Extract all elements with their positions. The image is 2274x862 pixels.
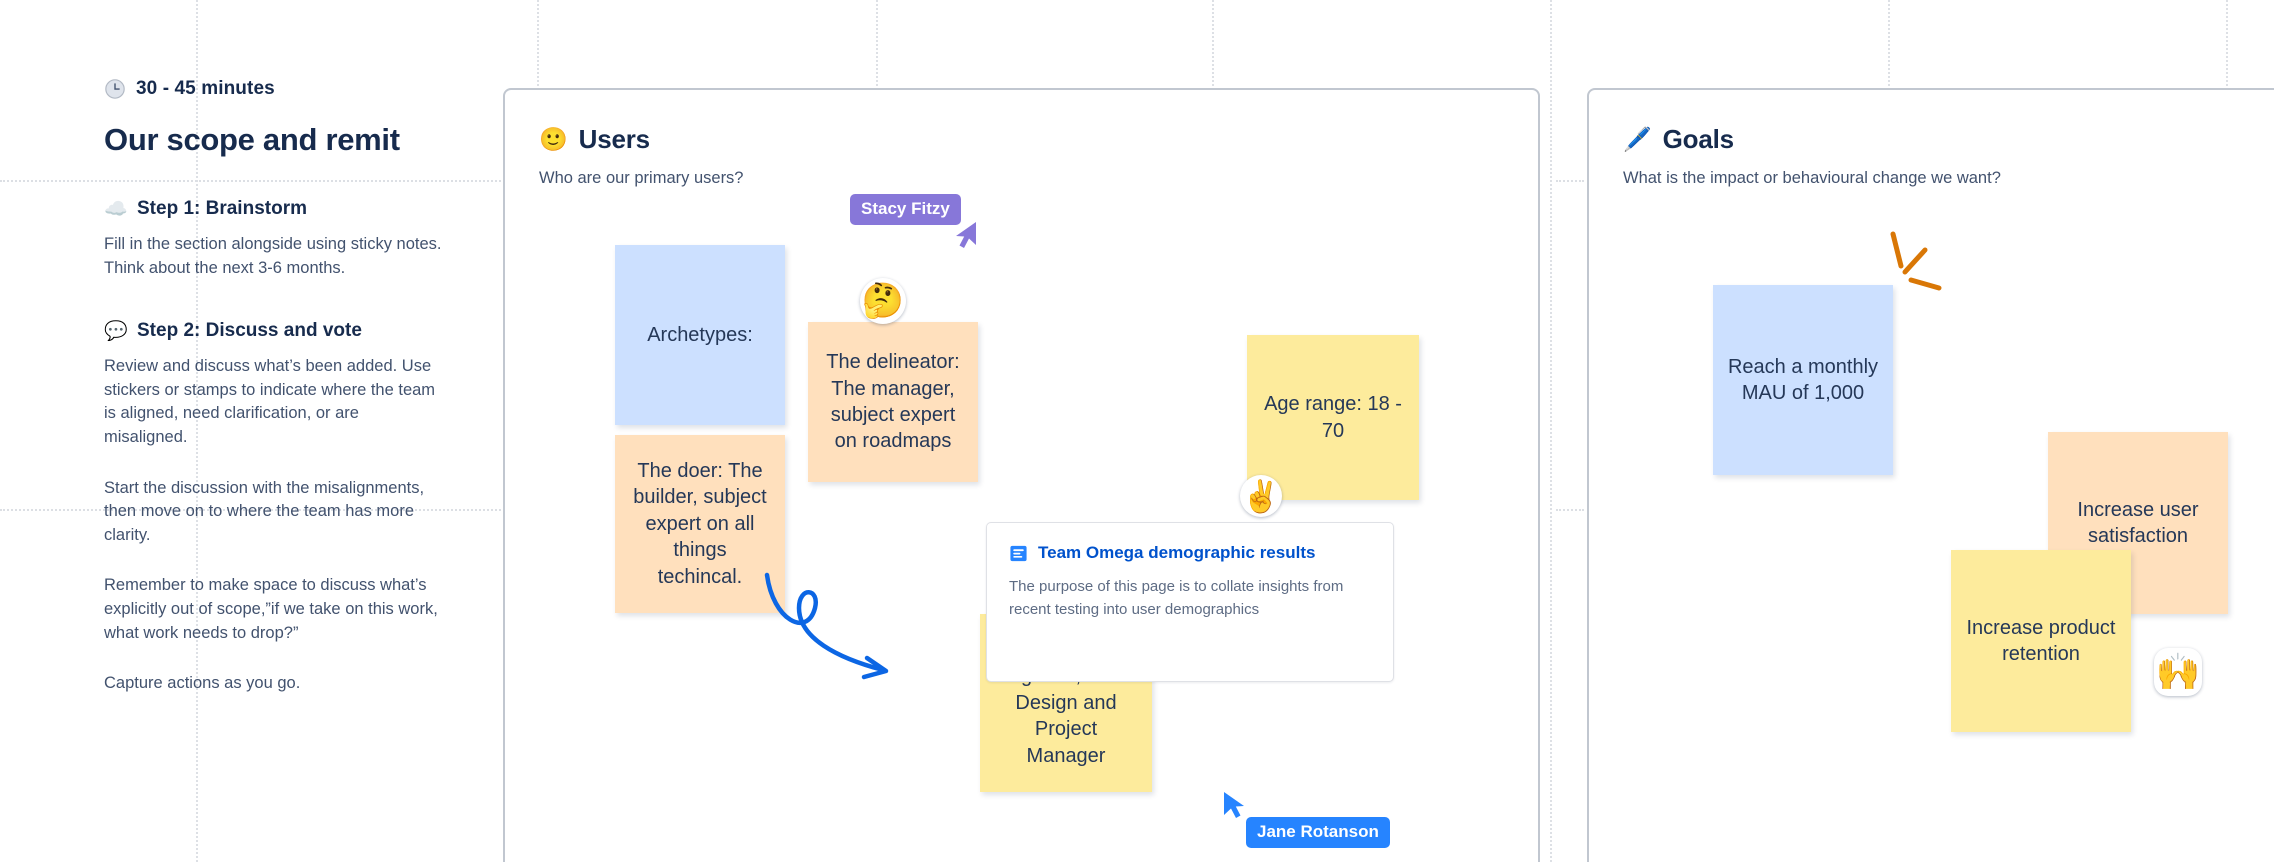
pen-icon: 🖊️ [1623, 126, 1652, 152]
slightly-smiling-face-icon: 🙂 [539, 126, 568, 152]
doc-card-title[interactable]: Team Omega demographic results [1038, 543, 1316, 562]
sticky-note-text: Increase user satisfaction [2077, 498, 2199, 547]
step-2-paragraph: Start the discussion with the misalignme… [104, 478, 425, 544]
document-link-card[interactable]: Team Omega demographic results The purpo… [986, 522, 1394, 682]
step-2-paragraph: Remember to make space to discuss what’s… [104, 576, 438, 642]
grid-line-horizontal [0, 509, 520, 511]
grid-line-vertical [1550, 0, 1552, 862]
doc-card-title-row[interactable]: Team Omega demographic results [1009, 543, 1371, 563]
sticky-note-age-range[interactable]: Age range: 18 - 70 [1247, 335, 1419, 500]
victory-hand-stamp[interactable]: ✌️ [1240, 475, 1282, 517]
goals-panel[interactable]: 🖊️ Goals What is the impact or behaviour… [1587, 88, 2274, 862]
raising-hands-icon: 🙌 [2155, 651, 2201, 692]
duration-row: 30 - 45 minutes [104, 78, 464, 100]
sticky-note-text: Increase product retention [1966, 616, 2116, 665]
users-panel-title: Users [578, 124, 650, 154]
grid-line-vertical [196, 0, 198, 862]
thinking-face-stamp[interactable]: 🤔 [860, 278, 906, 324]
sticky-note-archetypes[interactable]: Archetypes: [615, 245, 785, 425]
sticky-note-text: Age range: 18 - 70 [1264, 393, 1402, 442]
sticky-note-text: Archetypes: [647, 323, 753, 346]
duration-label: 30 - 45 minutes [136, 78, 275, 99]
clock-icon [105, 79, 125, 99]
sparkle-decoration [1890, 231, 1942, 291]
thinking-face-icon: 🤔 [861, 282, 905, 320]
victory-hand-icon: ✌️ [1241, 478, 1281, 514]
step-1-paragraph: Fill in the section alongside using stic… [104, 235, 442, 277]
cursor-stacy-fitzy: Stacy Fitzy [850, 194, 1010, 254]
step-2-heading: 💬 Step 2: Discuss and vote [104, 320, 464, 342]
step-1-title: Step 1: Brainstorm [137, 198, 307, 219]
sticky-note-text: The doer: The builder, subject expert on… [633, 460, 767, 588]
cursor-pointer-icon [956, 222, 976, 248]
goals-title-row: 🖊️ Goals [1623, 124, 2001, 155]
page-title: Our scope and remit [104, 122, 400, 157]
goals-panel-title: Goals [1662, 124, 1734, 154]
goals-panel-header: 🖊️ Goals What is the impact or behaviour… [1623, 124, 2001, 188]
cursor-pointer-icon [1224, 792, 1244, 818]
users-panel-subtitle: Who are our primary users? [539, 169, 744, 187]
sticky-note-text: The delineator: The manager, subject exp… [826, 351, 960, 453]
raising-hands-stamp[interactable]: 🙌 [2154, 648, 2202, 696]
cloud-icon: ☁️ [104, 198, 128, 220]
sticky-note-doer[interactable]: The doer: The builder, subject expert on… [615, 435, 785, 613]
speech-balloon-icon: 💬 [104, 320, 128, 342]
step-2-paragraph: Review and discuss what’s been added. Us… [104, 357, 436, 446]
step-2-title: Step 2: Discuss and vote [137, 320, 362, 342]
users-panel-header: 🙂 Users Who are our primary users? [539, 124, 744, 188]
goals-panel-subtitle: What is the impact or behavioural change… [1623, 169, 2001, 187]
doc-card-description: The purpose of this page is to collate i… [1009, 578, 1344, 619]
step-2-paragraph: Capture actions as you go. [104, 674, 301, 693]
users-title-row: 🙂 Users [539, 124, 744, 155]
curved-arrow-decoration [764, 572, 889, 680]
page-icon [1010, 545, 1027, 561]
users-panel[interactable]: 🙂 Users Who are our primary users? Arche… [503, 88, 1540, 862]
sticky-note-delineator[interactable]: The delineator: The manager, subject exp… [808, 322, 978, 482]
sticky-note-text: Reach a monthly MAU of 1,000 [1727, 355, 1879, 404]
cursor-jane-rotanson: Jane Rotanson [1221, 790, 1421, 850]
grid-line-horizontal [1556, 180, 1584, 182]
grid-line-horizontal [0, 180, 520, 182]
cursor-label: Jane Rotanson [1246, 817, 1390, 848]
step-1-heading: ☁️ Step 1: Brainstorm [104, 198, 464, 220]
sticky-note-mau[interactable]: Reach a monthly MAU of 1,000 [1713, 285, 1893, 475]
grid-line-horizontal [1556, 509, 1584, 511]
instructions-column: 30 - 45 minutes Our scope and remit ☁️ S… [104, 78, 464, 696]
sticky-note-retention[interactable]: Increase product retention [1951, 550, 2131, 732]
cursor-label: Stacy Fitzy [850, 194, 961, 225]
